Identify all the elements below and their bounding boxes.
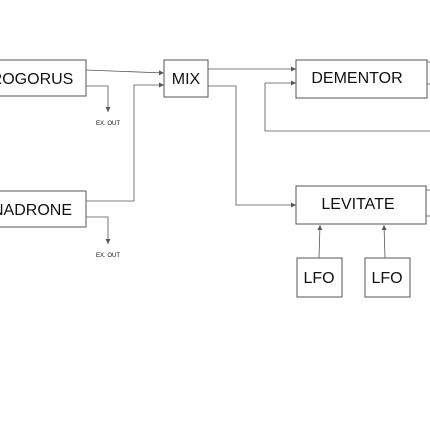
block-mix-label: MIX — [172, 71, 201, 88]
wire-rogorus-to-mix — [85, 69, 165, 76]
block-lfo-2: LFO — [364, 257, 411, 298]
block-rogorus: ROGORUS — [0, 59, 87, 97]
block-dementor: DEMENTOR — [295, 59, 428, 99]
block-nadrone-label: NADRONE — [0, 202, 72, 219]
block-nadrone: NADRONE — [0, 190, 87, 228]
block-lfo-1: LFO — [296, 257, 343, 298]
block-levitate-label: LEVITATE — [321, 196, 394, 213]
block-levitate: LEVITATE — [295, 185, 427, 225]
block-rogorus-label: ROGORUS — [0, 71, 73, 88]
block-dementor-label: DEMENTOR — [311, 70, 402, 87]
wire-lfo1-to-levitate — [317, 224, 323, 259]
block-lfo-1-label: LFO — [303, 270, 334, 287]
wire-nadrone-to-exout — [86, 216, 111, 244]
wire-dementor-feedback — [264, 80, 430, 132]
wire-levitate-out — [426, 189, 430, 217]
connections — [85, 61, 430, 259]
ex-out-label-1: EX. OUT — [96, 121, 120, 127]
ex-out-label-2: EX. OUT — [96, 253, 120, 259]
wire-lfo2-to-levitate — [381, 224, 387, 259]
block-mix: MIX — [163, 59, 209, 98]
wire-mix-to-levitate — [208, 85, 296, 208]
wire-nadrone-to-mix — [86, 82, 164, 202]
block-lfo-2-label: LFO — [371, 270, 402, 287]
wire-rogorus-to-exout — [86, 85, 111, 112]
